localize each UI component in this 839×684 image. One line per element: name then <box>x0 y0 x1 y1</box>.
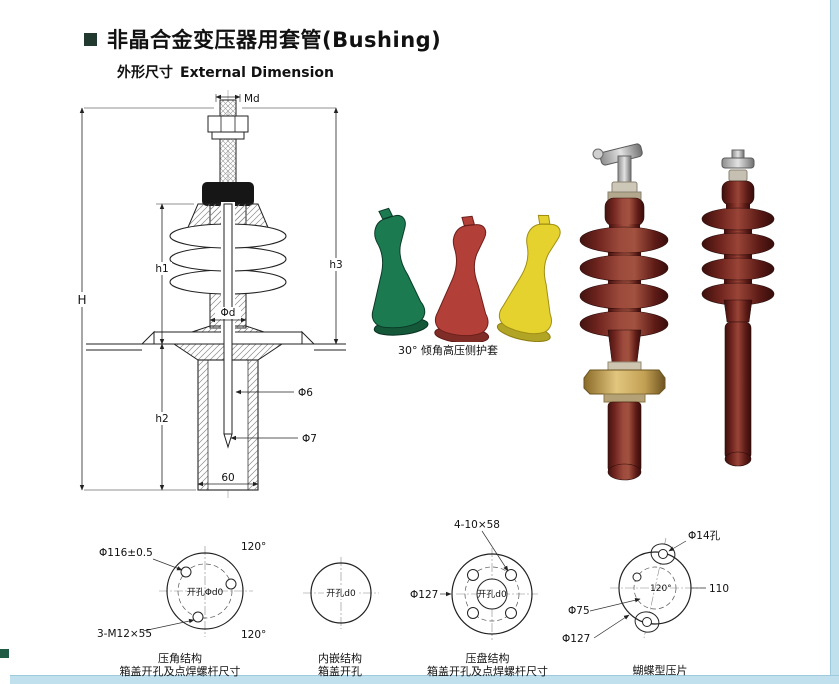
dim-phi6: Φ6 <box>298 387 313 399</box>
lower-porcelain-tube <box>607 401 642 481</box>
centerlines <box>159 546 253 637</box>
caption-diagram-4: 蝴蝶型压片 <box>632 664 688 677</box>
boot-green <box>371 207 429 336</box>
top-terminal-fitting <box>721 149 755 182</box>
label-dia75: Φ75 <box>568 605 590 617</box>
label-bg <box>324 587 358 599</box>
hole-diagram-embedded: 开孔d0 <box>303 557 379 629</box>
label-plate-dia: Φ127 <box>410 589 438 601</box>
bolt-circle <box>177 563 233 619</box>
porcelain-body <box>579 191 669 363</box>
label-110: 110 <box>709 583 729 595</box>
boot-red <box>434 215 490 342</box>
leader-dia127 <box>593 614 630 639</box>
leader-dia75 <box>589 597 641 612</box>
caption-1-line-1: 压角结构 <box>158 652 202 665</box>
label-angle-bottom: 120° <box>241 629 266 641</box>
title-block: 非晶合金变压器用套管(Bushing) <box>84 24 441 54</box>
caption-3-line-2: 箱盖开孔及点焊螺杆尺寸 <box>427 665 548 678</box>
bushing-dimension-drawing: H h1 h2 h3 Md Φd Φ6 Φ7 60 <box>73 90 346 498</box>
bolt-holes <box>180 566 237 623</box>
dim-h1: h1 <box>155 263 168 275</box>
clamp-holes <box>632 549 668 627</box>
caption-3-line-1: 压盘结构 <box>465 652 510 665</box>
boot-yellow <box>496 214 561 342</box>
slot-holes <box>467 569 517 619</box>
dim-phi-d: Φd <box>221 307 236 319</box>
label-angle-top: 120° <box>241 541 266 553</box>
leader-bolt-circle <box>152 558 183 571</box>
label-bolt-spec: 3-M12×55 <box>97 628 152 640</box>
dim-60: 60 <box>221 472 234 484</box>
hole-diagram-corner-press: Φ116±0.5 120° 120° 3-M12×55 开孔Φd0 <box>97 541 266 641</box>
caption-1-line-2: 箱盖开孔及点焊螺杆尺寸 <box>119 665 241 678</box>
bushing-photo-left <box>579 143 669 481</box>
caption-diagram-2: 内嵌结构 箱盖开孔 <box>290 652 390 678</box>
label-bolt-circle-dia: Φ116±0.5 <box>99 547 153 559</box>
right-border-strip <box>830 0 839 678</box>
leader-bolt-spec <box>142 618 195 632</box>
title-bullet <box>84 32 97 46</box>
label-center-hole: 开孔Φd0 <box>187 587 224 598</box>
section-heading-cn: 外形尺寸 <box>117 65 173 81</box>
terminal-stud <box>219 99 237 187</box>
caption-diagram-3: 压盘结构 箱盖开孔及点焊螺杆尺寸 <box>405 652 570 678</box>
dimension-labels: H h1 h2 h3 Md Φd Φ6 Φ7 60 <box>73 93 346 484</box>
label-dia127: Φ127 <box>562 633 590 645</box>
plate-outline <box>451 553 533 635</box>
corner-square <box>0 649 9 658</box>
leader-hole-spec <box>668 540 687 552</box>
caption-2-line-1: 内嵌结构 <box>318 652 362 665</box>
butterfly-clamp-diagram: Φ14孔 120° 110 Φ75 Φ127 <box>562 529 729 645</box>
label-center-hole: 开孔d0 <box>477 589 507 600</box>
label-hole-spec: Φ14孔 <box>688 529 721 542</box>
inner-circle-75 <box>633 566 677 610</box>
hole-diagram-plate-press: 4-10×58 Φ127 开孔d0 <box>410 519 538 640</box>
lower-porcelain-tube <box>724 321 752 467</box>
bushing-photo-right <box>701 149 775 467</box>
porcelain-body <box>701 180 775 323</box>
page-title: 非晶合金变压器用套管(Bushing) <box>107 28 442 52</box>
dim-phi7: Φ7 <box>302 433 317 445</box>
cover-hole-outline <box>310 562 372 624</box>
bottom-border-strip <box>10 675 839 684</box>
dim-h2: h2 <box>155 413 168 425</box>
flange-assembly <box>583 361 666 403</box>
label-center-hole: 开孔d0 <box>326 588 356 599</box>
leader-slot-spec <box>481 530 509 572</box>
caption-diagram-1: 压角结构 箱盖开孔及点焊螺杆尺寸 <box>95 652 265 678</box>
boot-covers-illustration <box>371 207 561 342</box>
dim-h3: h3 <box>329 259 342 271</box>
label-slot-spec: 4-10×58 <box>454 519 500 531</box>
dim-H: H <box>77 293 86 307</box>
top-terminal-fitting <box>592 143 643 194</box>
cover-hole-outline <box>166 552 244 630</box>
label-angle: 120° <box>650 584 672 594</box>
caption-2-line-2: 箱盖开孔 <box>318 665 362 678</box>
top-seal-cap <box>202 182 254 206</box>
center-hole-outline <box>476 578 508 610</box>
section-heading-en: External Dimension <box>180 65 334 81</box>
bolt-circle <box>464 566 520 622</box>
terminal-nut <box>207 115 249 140</box>
section-heading: 外形尺寸 External Dimension <box>117 62 334 82</box>
dim-Md: Md <box>244 93 260 105</box>
boot-covers-caption: 30° 倾角高压侧护套 <box>398 344 498 357</box>
